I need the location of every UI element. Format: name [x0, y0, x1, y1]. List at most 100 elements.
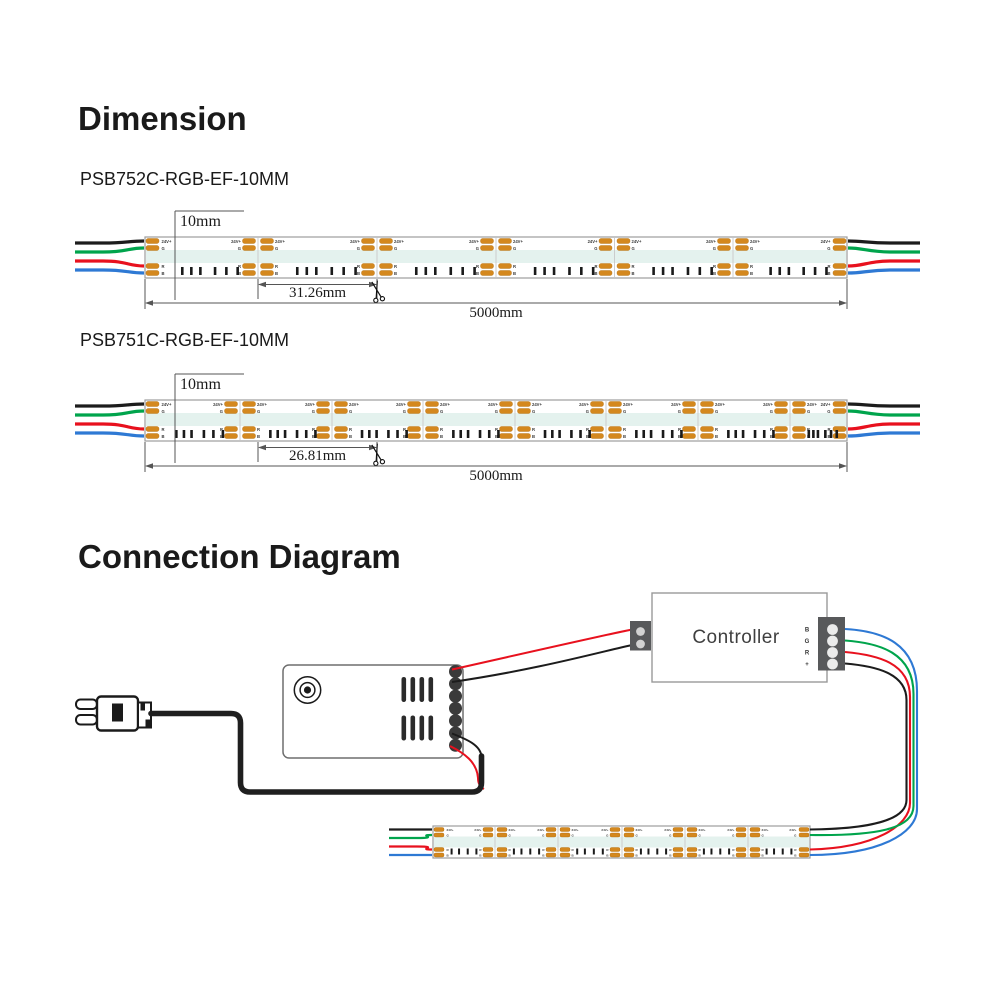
wire-green [809, 639, 915, 837]
scissors-icon [371, 443, 386, 467]
svg-text:B: B [794, 853, 797, 857]
svg-text:G: G [750, 246, 753, 251]
svg-text:24V+: 24V+ [275, 239, 285, 244]
svg-text:B: B [257, 434, 260, 439]
product-1-name: PSB752C-RGB-EF-10MM [80, 169, 290, 189]
svg-text:R: R [479, 848, 482, 852]
ac-power-cable [148, 710, 485, 795]
svg-text:G: G [394, 246, 397, 251]
svg-text:R: R [357, 264, 360, 269]
svg-text:G: G [357, 246, 360, 251]
svg-text:24V+: 24V+ [699, 828, 706, 832]
svg-text:G: G [678, 409, 681, 414]
svg-text:24V+: 24V+ [474, 828, 481, 832]
svg-text:R: R [794, 848, 797, 852]
svg-text:G: G [594, 246, 597, 251]
svg-text:24V+: 24V+ [623, 402, 633, 407]
wire-blue [809, 627, 919, 857]
svg-text:B: B [479, 853, 482, 857]
svg-text:G: G [606, 833, 609, 837]
svg-text:G: G [669, 833, 672, 837]
wire-red [75, 259, 145, 268]
svg-text:G: G [623, 409, 626, 414]
wire-black [809, 662, 908, 831]
svg-text:B: B [542, 853, 545, 857]
led-strip-psb751c-left-wires [75, 402, 145, 438]
svg-text:B: B [827, 271, 830, 276]
svg-text:G: G [762, 833, 765, 837]
svg-text:R: R [440, 427, 443, 432]
svg-text:G: G [572, 833, 575, 837]
led-chips [180, 267, 828, 275]
svg-text:G: G [349, 409, 352, 414]
svg-text:R: R [669, 848, 672, 852]
controller-strip-wires [809, 627, 919, 857]
svg-text:24V+: 24V+ [513, 239, 523, 244]
svg-text:R: R [394, 264, 397, 269]
svg-text:G: G [770, 409, 773, 414]
svg-text:24V+: 24V+ [440, 402, 450, 407]
svg-text:R: R [762, 848, 765, 852]
svg-text:G: G [636, 833, 639, 837]
svg-text:24V+: 24V+ [763, 402, 773, 407]
svg-text:24V+: 24V+ [750, 239, 760, 244]
svg-text:G: G [586, 409, 589, 414]
svg-text:B: B [750, 271, 753, 276]
svg-text:R: R [257, 427, 260, 432]
svg-text:B: B [713, 271, 716, 276]
strip-2-width-label: 10mm [180, 376, 221, 393]
svg-text:B: B [732, 853, 735, 857]
svg-text:R: R [636, 848, 639, 852]
svg-text:G: G [312, 409, 315, 414]
svg-text:B: B [827, 434, 830, 439]
svg-text:B: B [632, 271, 635, 276]
svg-text:G: G [238, 246, 241, 251]
svg-text:B: B [586, 434, 589, 439]
controller-label: Controller [692, 627, 780, 648]
svg-text:24V+: 24V+ [509, 828, 516, 832]
wire-blue [847, 431, 920, 438]
svg-text:B: B [403, 434, 406, 439]
svg-text:R: R [572, 848, 575, 852]
wire-black [451, 732, 483, 758]
svg-text:R: R [715, 427, 718, 432]
svg-text:R: R [623, 427, 626, 432]
svg-text:24V+: 24V+ [469, 239, 479, 244]
led-chips [175, 430, 839, 438]
svg-text:B: B [275, 271, 278, 276]
svg-text:24V+: 24V+ [447, 828, 454, 832]
strip-2-dimensions [144, 373, 848, 472]
svg-text:24V+: 24V+ [807, 402, 817, 407]
svg-text:B: B [805, 628, 810, 634]
svg-text:R: R [447, 848, 450, 852]
svg-text:B: B [162, 434, 165, 439]
svg-text:B: B [762, 853, 765, 857]
strip-1-total-length-label: 5000mm [469, 305, 523, 321]
svg-text:G: G [275, 246, 278, 251]
wire-red [389, 845, 433, 851]
svg-text:24V+: 24V+ [579, 402, 589, 407]
led-strip-psb752c-right-wires [847, 239, 920, 275]
led-chips [450, 848, 793, 855]
wire-blue [75, 431, 145, 438]
svg-text:24V+: 24V+ [588, 239, 598, 244]
svg-text:G: G [513, 246, 516, 251]
led-strip-psb752c-left-wires [75, 239, 145, 275]
svg-text:G: G [509, 833, 512, 837]
wire-blue [847, 268, 920, 275]
svg-text:B: B [678, 434, 681, 439]
svg-text:B: B [623, 434, 626, 439]
svg-text:B: B [532, 434, 535, 439]
svg-text:24V+: 24V+ [537, 828, 544, 832]
svg-text:R: R [713, 264, 716, 269]
connection-section-title: Connection Diagram [78, 538, 401, 575]
svg-text:24V+: 24V+ [671, 402, 681, 407]
svg-text:R: R [532, 427, 535, 432]
svg-text:B: B [699, 853, 702, 857]
svg-text:24V+: 24V+ [727, 828, 734, 832]
